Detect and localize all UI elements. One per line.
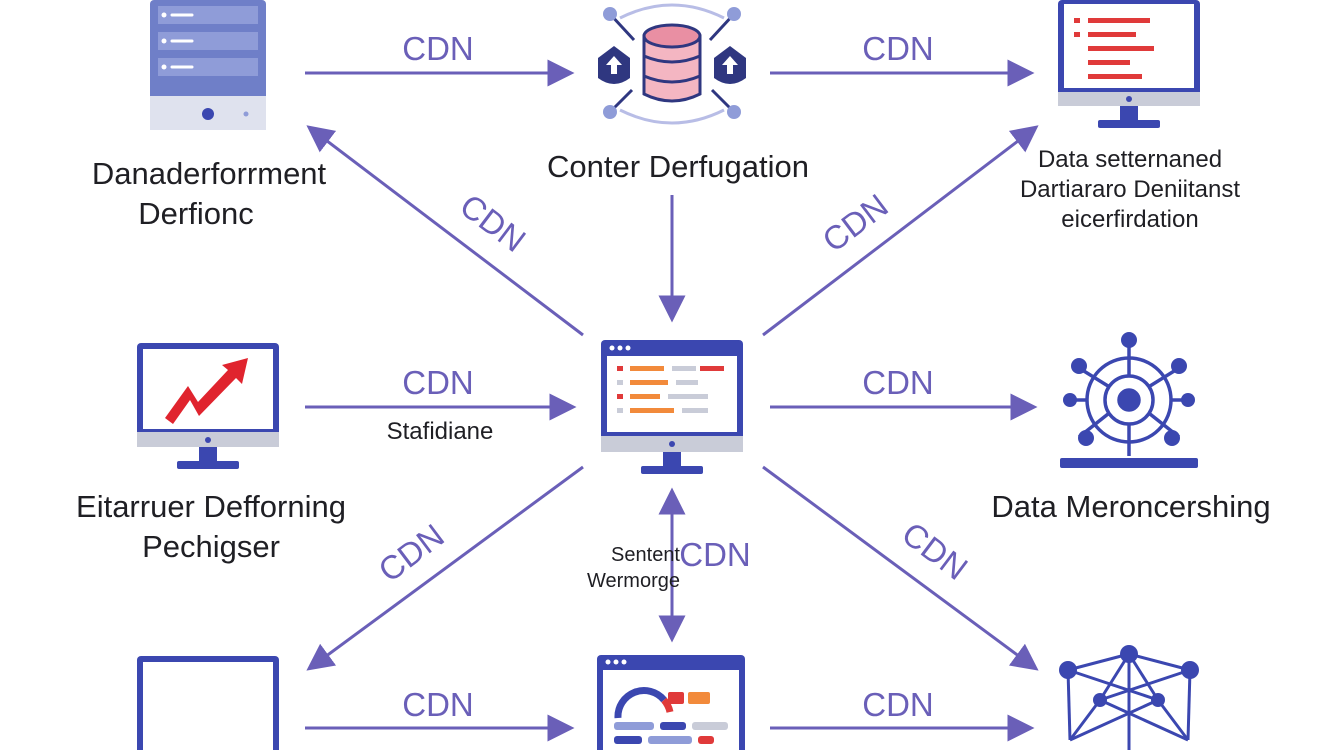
- node-label-line: Dartiararo Deniitanst: [1019, 176, 1241, 203]
- edge-label: CDN: [453, 187, 532, 260]
- node-label-line: Pechigser: [142, 529, 280, 565]
- edge-label: CDN: [862, 364, 934, 401]
- node-label-line: Sentent: [611, 544, 680, 566]
- monitor-chart-icon: [137, 343, 279, 469]
- network-icon: [1059, 645, 1199, 750]
- node-label-mid-left: Eitarruer Defforning Pechigser: [44, 487, 378, 568]
- edge-label: CDN: [862, 30, 934, 67]
- node-label-line: Stafidiane: [386, 418, 494, 445]
- node-label-line: Data setternaned: [1037, 146, 1223, 173]
- arrow-center-to-top-right: [762, 125, 1039, 337]
- node-label-top-left: Danaderforrment Derfionc: [64, 154, 354, 235]
- network-hub-icon: [1060, 332, 1198, 468]
- node-label-line: Data Meroncershing: [991, 489, 1271, 524]
- edge-label: CDN: [402, 30, 474, 67]
- edge-label: CDN: [679, 536, 751, 573]
- arrow-center-to-bottom-left: [306, 465, 584, 671]
- monitor-dashboard-icon: [601, 340, 743, 474]
- monitor-icon: [1058, 0, 1200, 128]
- server-icon: [150, 0, 266, 130]
- node-label-mid-right: Data Meroncershing: [966, 487, 1296, 527]
- node-label-line: Eitarruer Defforning: [76, 489, 346, 524]
- node-label-top-center: Conter Derfugation: [510, 147, 846, 187]
- edge-label: CDN: [402, 686, 474, 723]
- edge-label: CDN: [862, 686, 934, 723]
- edge-label: CDN: [371, 517, 450, 590]
- node-label-line: Conter Derfugation: [547, 149, 809, 184]
- edge-label: CDN: [815, 187, 894, 260]
- monitor-icon: [137, 656, 279, 750]
- dashboard-window-icon: [597, 655, 745, 750]
- arrow-center-to-top-left: [306, 125, 584, 337]
- node-label-line: eicerfirdation: [1061, 206, 1199, 233]
- node-label-top-right: Data setternaned Dartiararo Deniitanst e…: [990, 145, 1270, 235]
- node-label-line: Wermorge: [587, 570, 680, 592]
- center-left-caption: Stafidiane: [350, 416, 530, 447]
- edge-label: CDN: [402, 364, 474, 401]
- node-label-line: Derfionc: [138, 196, 254, 232]
- edge-label: CDN: [895, 515, 974, 588]
- database-icon: [598, 3, 746, 125]
- node-label-line: Danaderforrment: [91, 156, 327, 191]
- arrow-center-to-bottom-right: [762, 465, 1039, 671]
- center-bottom-caption: Sentent Wermorge: [560, 542, 680, 594]
